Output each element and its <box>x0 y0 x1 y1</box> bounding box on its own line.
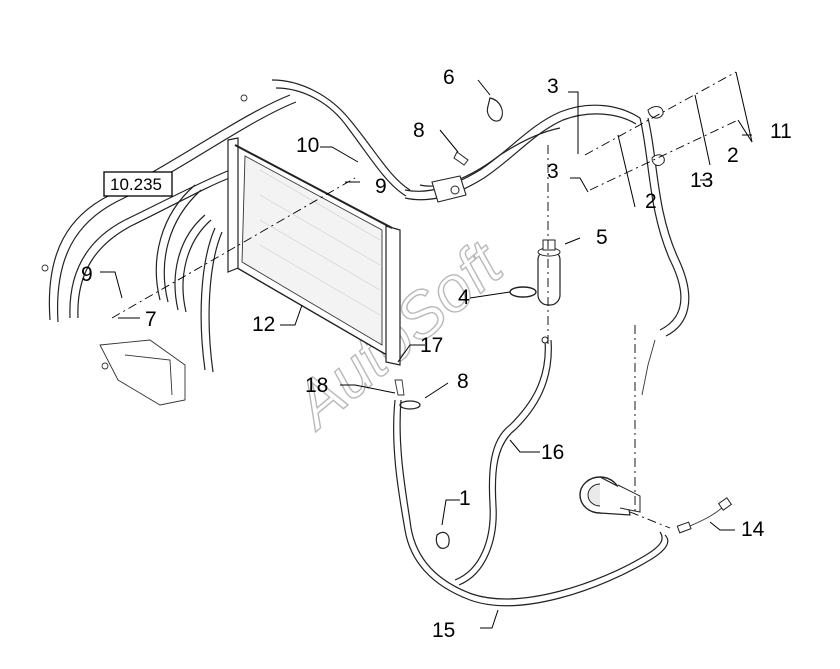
hose-clip-6 <box>486 97 503 122</box>
callout-3-upper: 3 <box>547 75 559 98</box>
callout-5: 5 <box>596 226 608 249</box>
upper-hose-assembly <box>404 104 690 396</box>
clip-1 <box>435 531 450 549</box>
callout-6: 6 <box>443 66 455 89</box>
service-valve-upper <box>647 106 664 119</box>
callout-leaders <box>100 79 752 629</box>
callout-10: 10 <box>296 134 319 157</box>
callout-12: 12 <box>252 313 275 336</box>
callout-11: 11 <box>770 120 792 143</box>
lower-hoses <box>393 336 669 607</box>
callout-7: 7 <box>145 308 157 331</box>
callout-8-lower: 8 <box>457 370 469 393</box>
callout-18: 18 <box>305 374 328 397</box>
service-valve-lower <box>651 154 665 166</box>
ac-compressor <box>579 476 641 516</box>
o-ring-seal <box>509 286 537 298</box>
hose-clip-8-upper <box>453 151 469 166</box>
callout-2-right: 2 <box>727 144 739 167</box>
callout-4: 4 <box>458 286 470 309</box>
callout-14: 14 <box>741 518 765 541</box>
callout-2-left: 2 <box>645 190 657 213</box>
assembly-lines <box>111 71 753 529</box>
reference-box[interactable]: 10.235 <box>103 171 173 197</box>
receiver-drier <box>537 239 561 306</box>
callout-17: 17 <box>420 334 443 357</box>
o-ring-8-lower <box>399 400 421 410</box>
callout-9-right: 9 <box>375 175 387 198</box>
reference-box-label: 10.235 <box>110 175 162 194</box>
callout-15: 15 <box>432 619 455 642</box>
callout-9-left: 9 <box>81 263 93 286</box>
condenser-radiator <box>227 137 401 366</box>
left-frame-hoses <box>41 79 411 406</box>
pressure-switch <box>676 497 733 534</box>
callout-3-lower: 3 <box>547 160 559 183</box>
callout-16: 16 <box>541 441 564 464</box>
callout-8-upper: 8 <box>413 119 425 142</box>
callout-13: 13 <box>690 169 713 192</box>
callout-labels: 6 8 3 3 11 2 13 2 5 4 10 9 9 7 12 17 18 … <box>81 66 792 642</box>
callout-1: 1 <box>459 487 471 510</box>
